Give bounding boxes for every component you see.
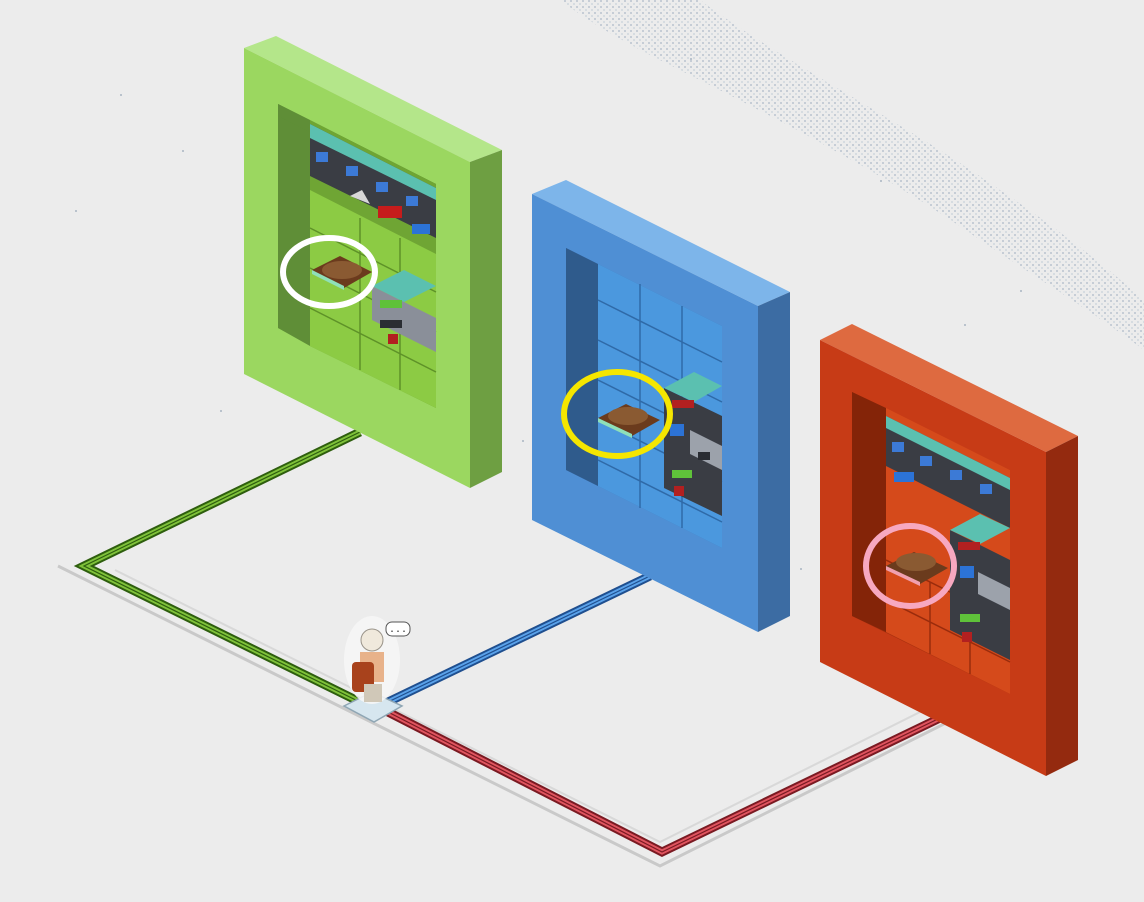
red-path: [385, 707, 942, 858]
blue-pressure-plate[interactable]: [598, 404, 660, 438]
blue-highlight-ring: [561, 369, 673, 459]
room-floor-outline: [57, 564, 1021, 868]
blue-room-server-stack: [664, 372, 722, 516]
green-room-server-stack: [372, 270, 436, 352]
green-highlight-ring: [280, 235, 378, 309]
green-path: [73, 427, 374, 713]
nebula-streak: [560, 0, 1144, 350]
blue-frame: [532, 180, 790, 632]
blue-path: [386, 571, 652, 707]
green-pressure-plate[interactable]: [312, 256, 372, 290]
speech-text: ...: [389, 624, 407, 635]
stars: [75, 58, 1022, 570]
avatar[interactable]: ...: [342, 616, 411, 723]
red-frame: [820, 324, 1078, 776]
speech-bubble: ...: [385, 621, 411, 637]
red-pressure-plate[interactable]: [886, 552, 948, 586]
avatar-head: [360, 628, 384, 652]
green-room-servers: [310, 124, 436, 238]
avatar-legs: [364, 684, 382, 702]
green-frame: [244, 36, 502, 488]
red-room-servers: [886, 416, 1010, 660]
red-highlight-ring: [863, 523, 957, 609]
